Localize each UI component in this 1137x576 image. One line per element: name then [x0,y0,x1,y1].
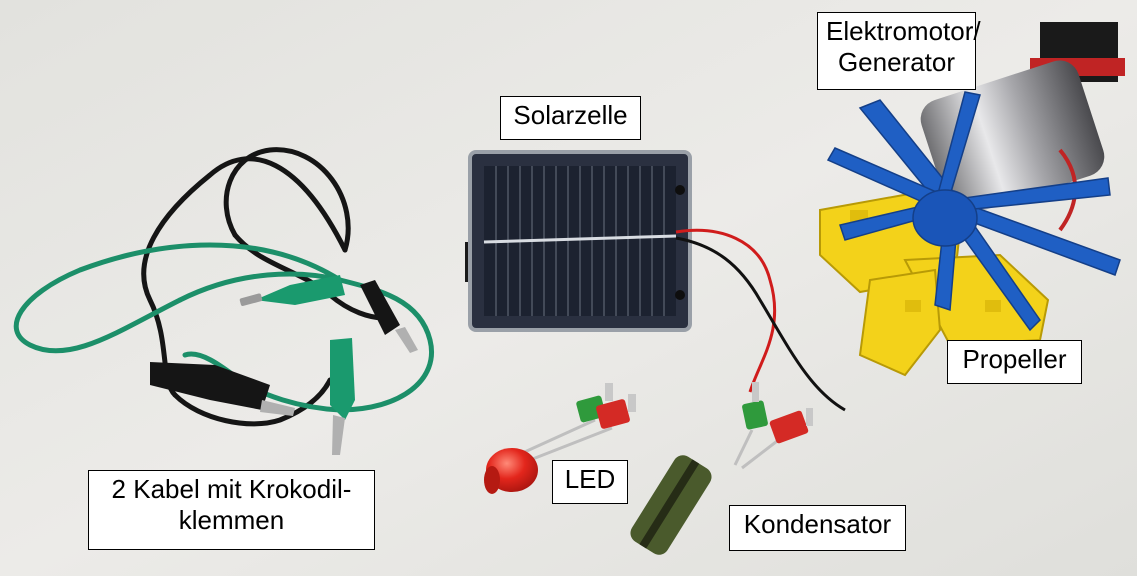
label-led: LED [552,460,628,504]
led-component [484,383,636,494]
capacitor-component [630,382,813,555]
clip-green-2 [330,338,355,455]
label-solar-cell: Solarzelle [500,96,641,140]
propeller [826,91,1121,332]
label-capacitor: Kondensator [729,505,906,551]
label-motor-line-1: Elektromotor/ [826,16,981,46]
label-propeller: Propeller [947,340,1082,384]
label-motor-line-2: Generator [837,47,956,77]
solar-wires [675,228,846,412]
clip-black-2 [150,362,295,416]
label-motor: Elektromotor/ Generator [817,12,981,90]
solar-cell [465,150,692,332]
clip-green-1 [239,275,345,307]
label-cables-line-2: klemmen [178,505,285,535]
label-cables: 2 Kabel mit Krokodil- klemmen [88,470,375,550]
clip-black-1 [360,280,418,353]
label-cables-line-1: 2 Kabel mit Krokodil- [111,474,352,504]
